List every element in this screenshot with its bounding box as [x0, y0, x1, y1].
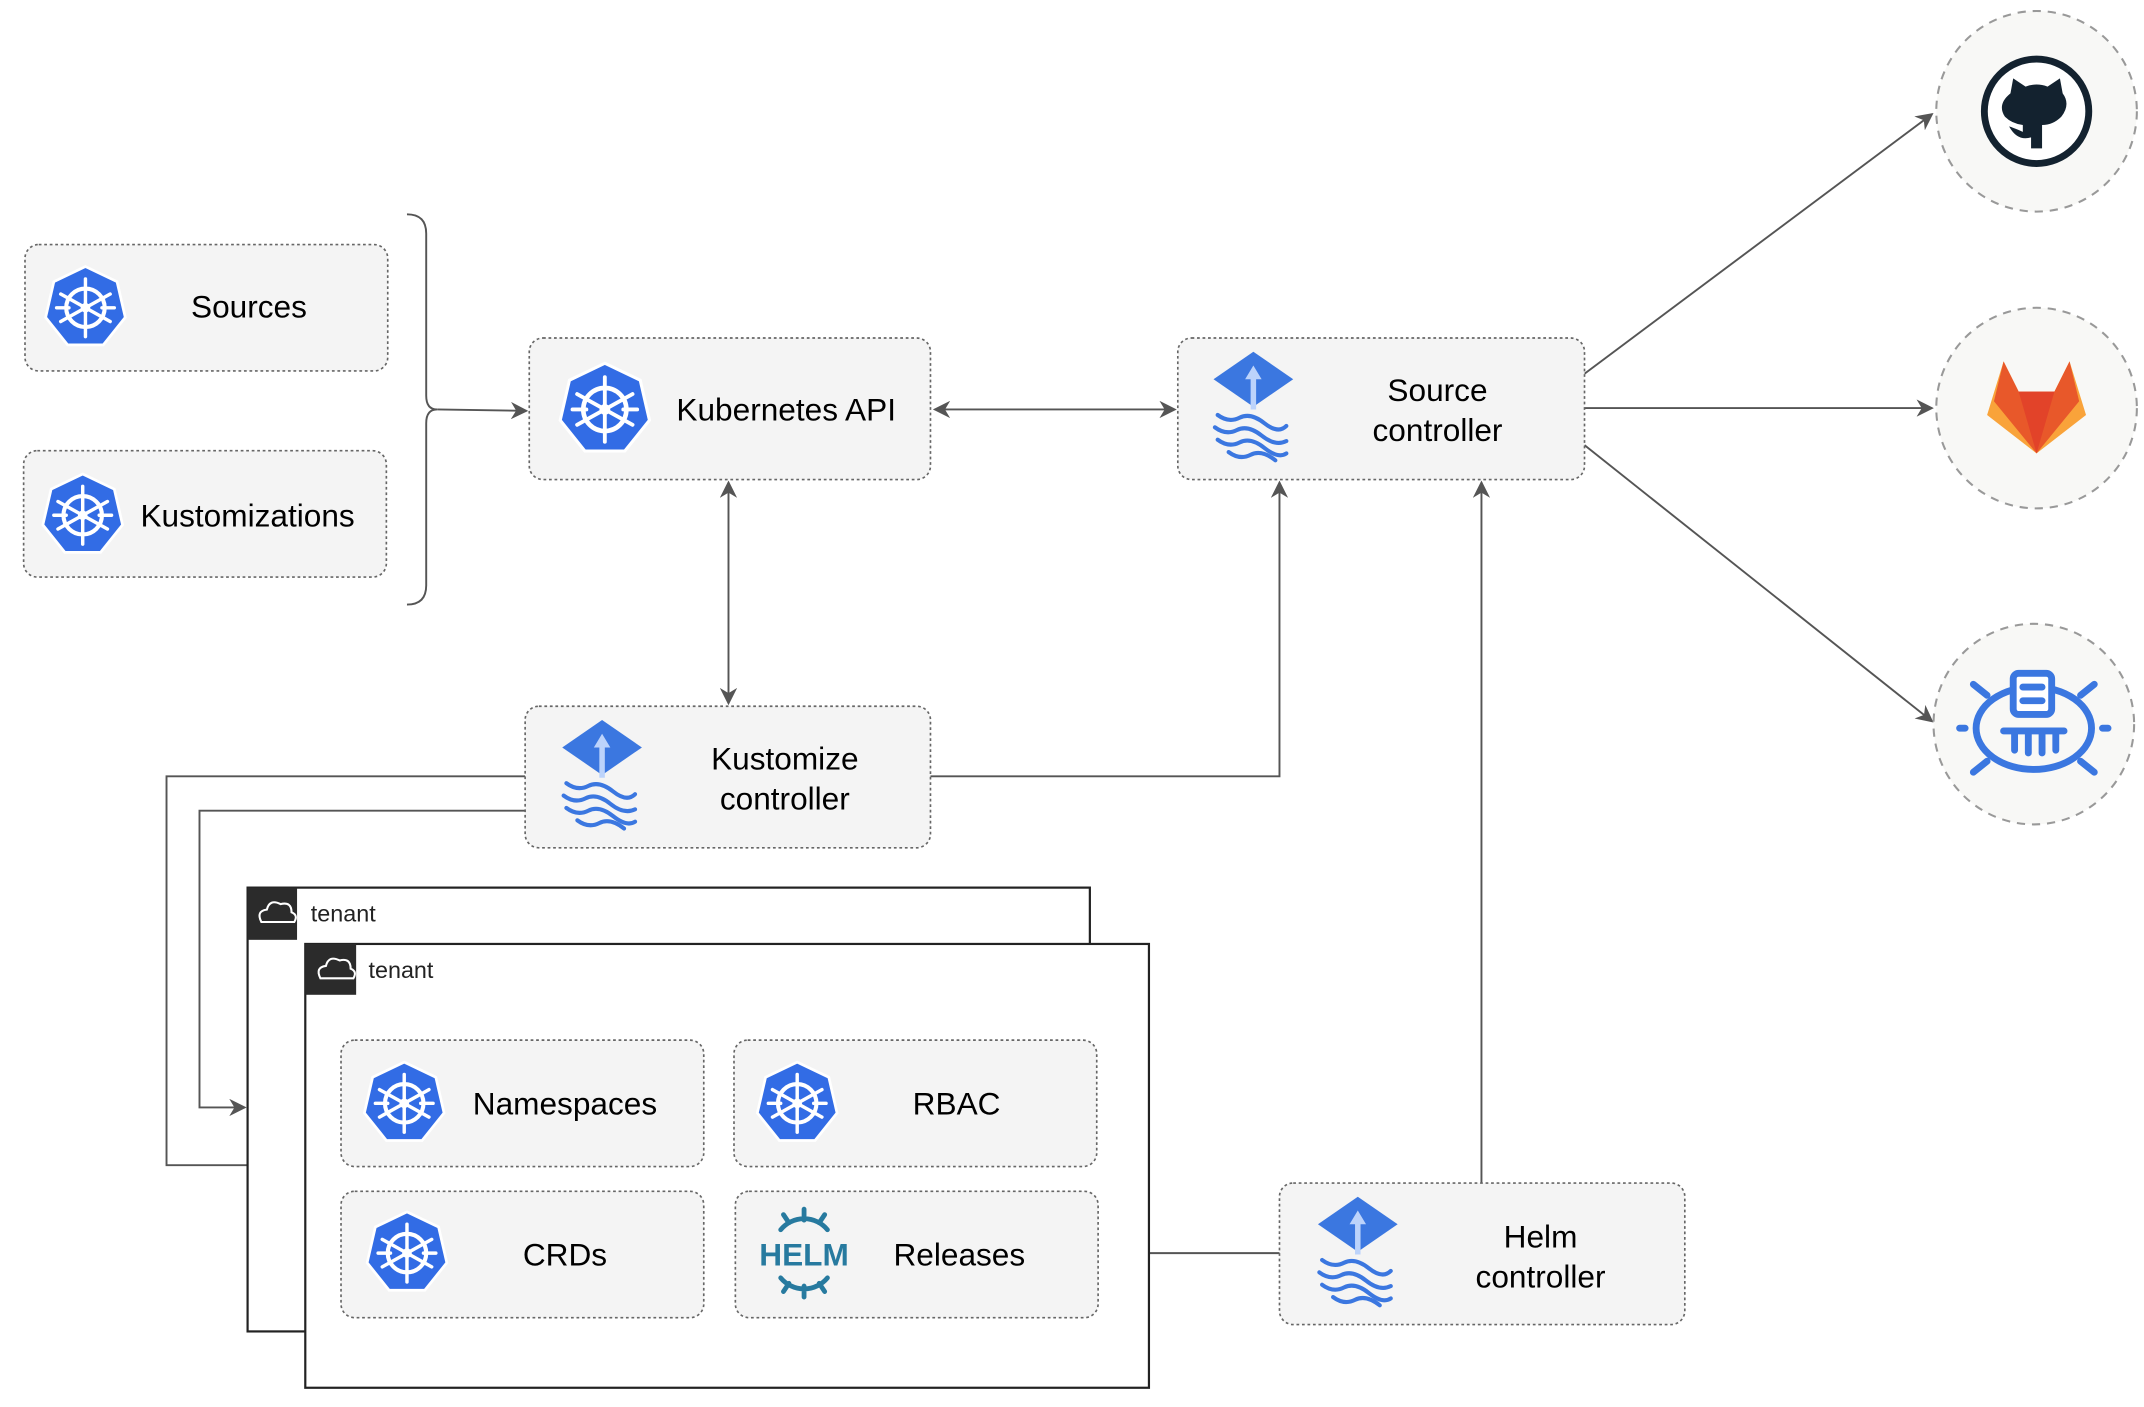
source-controller-label-1: Source [1387, 372, 1487, 408]
svg-text:HELM: HELM [759, 1236, 849, 1272]
kubernetes-api-node[interactable]: Kubernetes API [528, 337, 932, 481]
kustomizations-node[interactable]: Kustomizations [22, 449, 388, 578]
namespaces-label: Namespaces [473, 1085, 657, 1121]
tenant-label: tenant [369, 957, 434, 983]
sources-label: Sources [191, 288, 307, 324]
helm-icon: HELM [759, 1206, 849, 1300]
source-controller-label-2: controller [1373, 412, 1503, 448]
helm-repository-node[interactable] [1932, 622, 2136, 826]
rbac-label: RBAC [913, 1085, 1001, 1121]
source-controller-node[interactable]: Source controller [1176, 337, 1586, 481]
source-to-github-arrow [1583, 113, 1934, 375]
kustomize-to-source-arrow [930, 480, 1289, 778]
grouping-bracket [406, 213, 438, 606]
kustomize-to-tenant1-arrow [198, 809, 526, 1117]
sources-node[interactable]: Sources [24, 243, 389, 372]
kustomize-controller-label-1: Kustomize [711, 740, 858, 776]
helm-controller-label-2: controller [1476, 1258, 1606, 1294]
source-to-helmrepo-arrow [1583, 444, 1934, 723]
crds-node[interactable]: CRDs [340, 1190, 705, 1319]
github-icon [1980, 55, 2093, 167]
cloud-icon [317, 957, 356, 980]
gitlab-node[interactable] [1935, 306, 2138, 510]
rbac-node[interactable]: RBAC [733, 1039, 1098, 1168]
bracket-to-api-arrow [437, 401, 529, 420]
github-node[interactable] [1935, 9, 2138, 213]
releases-label: Releases [893, 1236, 1025, 1272]
kustomizations-label: Kustomizations [140, 497, 354, 533]
helm-controller-node[interactable]: Helm controller [1278, 1182, 1686, 1326]
releases-node[interactable]: HELM Releases [734, 1190, 1099, 1319]
kustomize-controller-node[interactable]: Kustomize controller [524, 705, 932, 849]
tenant-label: tenant [311, 901, 376, 927]
helm-controller-label-1: Helm [1504, 1219, 1578, 1255]
cloud-icon [258, 901, 297, 924]
kustomize-controller-label-2: controller [720, 780, 850, 816]
namespaces-node[interactable]: Namespaces [340, 1039, 705, 1168]
helm-repository-icon [1956, 669, 2112, 776]
crds-label: CRDs [523, 1236, 607, 1272]
kustomize-to-tenant2-arrow [165, 775, 526, 1174]
gitlab-icon [1987, 361, 2087, 454]
kubernetes-api-label: Kubernetes API [676, 391, 896, 427]
